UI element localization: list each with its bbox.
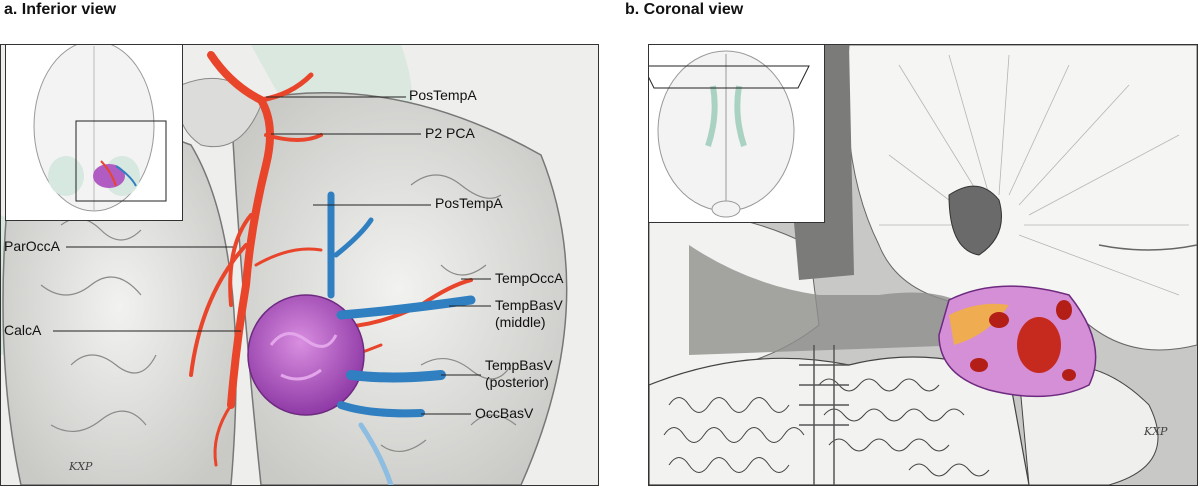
- label-tempbasv-middle: TempBasV (middle): [495, 297, 563, 331]
- label-calcA: CalcA: [4, 322, 42, 338]
- brain-inferior-thumbnail: [33, 45, 167, 212]
- label-occbasv: OccBasV: [475, 405, 534, 421]
- lateral-ventricle: [948, 185, 1002, 256]
- artist-signature-b: KXP: [1144, 425, 1168, 438]
- inferior-view-panel: PosTempA P2 PCA PosTempA ParOccA CalcA T…: [0, 44, 599, 486]
- avm-nidus: [247, 294, 365, 416]
- label-tempbasv-middle-line2: (middle): [495, 314, 546, 330]
- inferior-view-illustration: [1, 45, 598, 485]
- label-postempa-top: PosTempA: [409, 87, 477, 103]
- label-postempa-mid: PosTempA: [435, 195, 503, 211]
- label-tempbasv-posterior-line1: TempBasV: [485, 357, 553, 373]
- right-hemisphere: [230, 91, 568, 485]
- coronal-locator-inset: [649, 45, 825, 223]
- label-tempbasv-posterior: TempBasV (posterior): [485, 357, 553, 391]
- coronal-view-illustration: [649, 45, 1197, 485]
- avm-nidus-coronal: [938, 285, 1097, 398]
- panel-a-title: a. Inferior view: [4, 1, 117, 18]
- panel-b-title: b. Coronal view: [625, 1, 744, 18]
- inferior-locator-inset: [5, 45, 183, 221]
- brain-superior-thumbnail: [649, 50, 810, 218]
- artist-signature-a: KXP: [69, 460, 93, 473]
- label-paroccA: ParOccA: [4, 238, 61, 254]
- coronal-view-panel: KXP: [648, 44, 1198, 486]
- label-tempbasv-posterior-line2: (posterior): [485, 374, 549, 390]
- label-p2-pca: P2 PCA: [425, 125, 475, 141]
- label-tempbasv-middle-line1: TempBasV: [495, 297, 563, 313]
- label-tempoccA: TempOccA: [495, 270, 564, 286]
